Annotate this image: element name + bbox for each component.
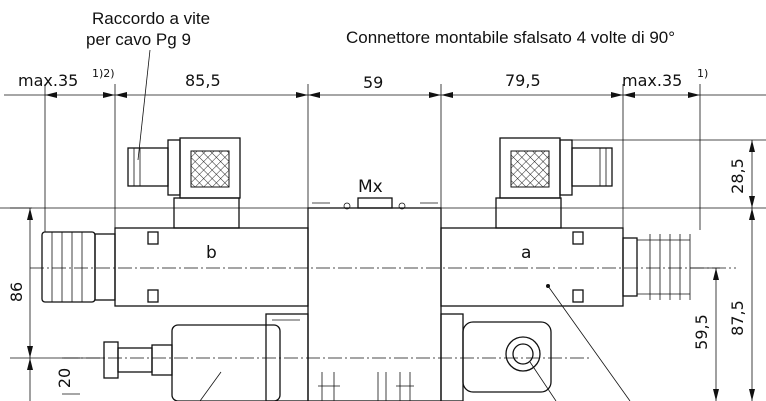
dim-height-59-5: 59,5 <box>692 314 711 350</box>
cable-gland-label-line2: per cavo Pg 9 <box>86 30 191 49</box>
connector-note: Connettore montabile sfalsato 4 volte di… <box>346 28 675 47</box>
dim-left-max: max.35 <box>18 71 78 90</box>
dim-height-20: 20 <box>55 368 74 388</box>
dim-height-86: 86 <box>7 282 26 302</box>
cable-gland-icon <box>571 147 613 187</box>
right-plug-connector <box>495 137 613 229</box>
left-plug-connector <box>127 137 241 229</box>
dim-right-max: max.35 <box>622 71 682 90</box>
dim-left-length: 85,5 <box>185 71 221 90</box>
cable-gland-label-line1: Raccordo a vite <box>92 9 210 28</box>
port-mx-label: Mx <box>358 177 383 197</box>
lower-right-override <box>440 313 552 401</box>
dim-left-max-note: 1)2) <box>92 67 115 80</box>
leader-lines <box>199 284 631 401</box>
valve-body <box>307 197 442 401</box>
dim-right-length: 79,5 <box>505 71 541 90</box>
right-vertical-dimensions <box>560 139 766 401</box>
solenoid-a-label: a <box>521 243 531 263</box>
solenoid-b-label: b <box>206 243 217 263</box>
connector-grid-icon <box>190 150 230 188</box>
solenoid-a <box>440 227 691 307</box>
top-dimension-line <box>4 92 766 98</box>
dim-height-87-5: 87,5 <box>728 300 747 336</box>
connector-grid-icon <box>510 150 550 188</box>
solenoid-b <box>41 227 309 307</box>
left-vertical-dimensions <box>10 207 104 401</box>
dim-right-max-note: 1) <box>697 67 708 80</box>
dim-center-width: 59 <box>363 73 383 92</box>
centerlines <box>30 267 736 359</box>
cable-gland-leader <box>137 49 151 161</box>
extension-lines <box>44 84 701 250</box>
cable-gland-icon <box>127 147 169 187</box>
dim-height-28-5: 28,5 <box>728 158 747 194</box>
lower-left-override <box>103 313 309 401</box>
